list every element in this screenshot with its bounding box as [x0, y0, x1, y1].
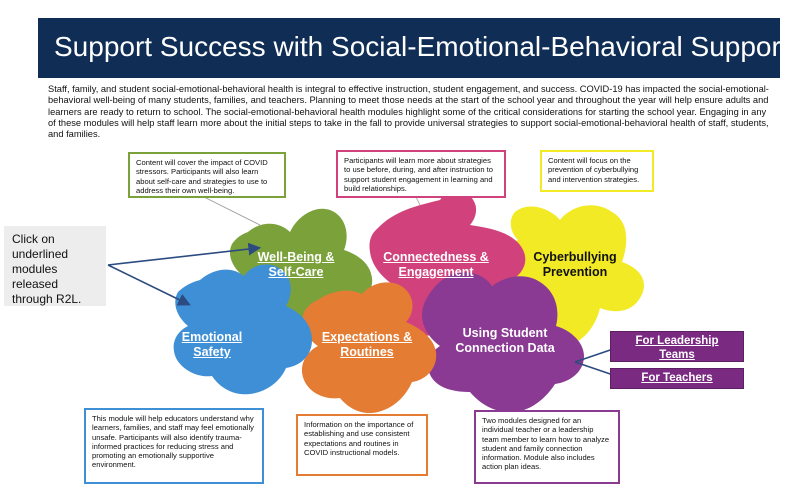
callout-cyberbullying: Content will focus on the prevention of …	[540, 150, 654, 192]
module-link-connectedness-line1: Connectedness &	[383, 250, 489, 264]
puzzle-piece-emotional	[173, 264, 312, 395]
module-label-connection-data-line2: Connection Data	[455, 341, 555, 355]
puzzle-piece-expectations	[301, 282, 437, 414]
module-link-wellbeing[interactable]: Well-Being & Self-Care	[248, 250, 344, 280]
arrow-icon	[107, 264, 191, 306]
module-link-emotional-line1: Emotional	[181, 330, 243, 344]
for-teachers-button[interactable]: For Teachers	[610, 368, 744, 389]
module-link-connectedness-line2: Engagement	[398, 265, 474, 279]
puzzle-piece-connection-data	[421, 272, 584, 413]
callout-wellbeing: Content will cover the impact of COVID s…	[128, 152, 286, 198]
callout-emotional-text: This module will help educators understa…	[92, 414, 254, 470]
module-label-connection-data-line1: Using Student	[462, 326, 548, 340]
callout-connection-data-text: Two modules designed for an individual t…	[482, 416, 610, 472]
module-link-expectations-line1: Expectations &	[321, 330, 413, 344]
callout-connection-data: Two modules designed for an individual t…	[474, 410, 620, 484]
module-link-expectations[interactable]: Expectations & Routines	[312, 330, 422, 360]
for-leadership-teams-line1: For Leadership	[635, 335, 719, 347]
module-link-wellbeing-line1: Well-Being &	[257, 250, 335, 264]
module-link-connectedness[interactable]: Connectedness & Engagement	[378, 250, 494, 280]
page-title: Support Success with Social-Emotional-Be…	[54, 31, 800, 62]
header-banner: Support Success with Social-Emotional-Be…	[38, 18, 800, 78]
arrow-icon	[107, 242, 262, 266]
callout-cyberbullying-text: Content will focus on the prevention of …	[548, 156, 640, 184]
callout-wellbeing-text: Content will cover the impact of COVID s…	[136, 158, 268, 195]
callout-connectedness: Participants will learn more about strat…	[336, 150, 506, 198]
module-link-emotional-line2: Safety	[193, 345, 231, 359]
module-label-cyberbullying-line2: Prevention	[542, 265, 608, 279]
for-leadership-teams-button[interactable]: For Leadership Teams	[610, 331, 744, 362]
callout-emotional: This module will help educators understa…	[84, 408, 264, 484]
callout-connectedness-text: Participants will learn more about strat…	[344, 156, 494, 193]
module-link-wellbeing-line2: Self-Care	[268, 265, 324, 279]
module-link-expectations-line2: Routines	[340, 345, 394, 359]
module-link-emotional[interactable]: Emotional Safety	[170, 330, 254, 360]
callout-expectations-text: Information on the importance of establi…	[304, 420, 414, 457]
module-label-cyberbullying: Cyberbullying Prevention	[520, 250, 630, 280]
for-leadership-teams-line2: Teams	[659, 349, 695, 361]
instruction-note: Click on underlined modules released thr…	[4, 226, 106, 306]
callout-expectations: Information on the importance of establi…	[296, 414, 428, 476]
module-label-cyberbullying-line1: Cyberbullying	[533, 250, 617, 264]
module-label-connection-data: Using Student Connection Data	[446, 326, 564, 356]
intro-paragraph: Staff, family, and student social-emotio…	[48, 84, 769, 140]
